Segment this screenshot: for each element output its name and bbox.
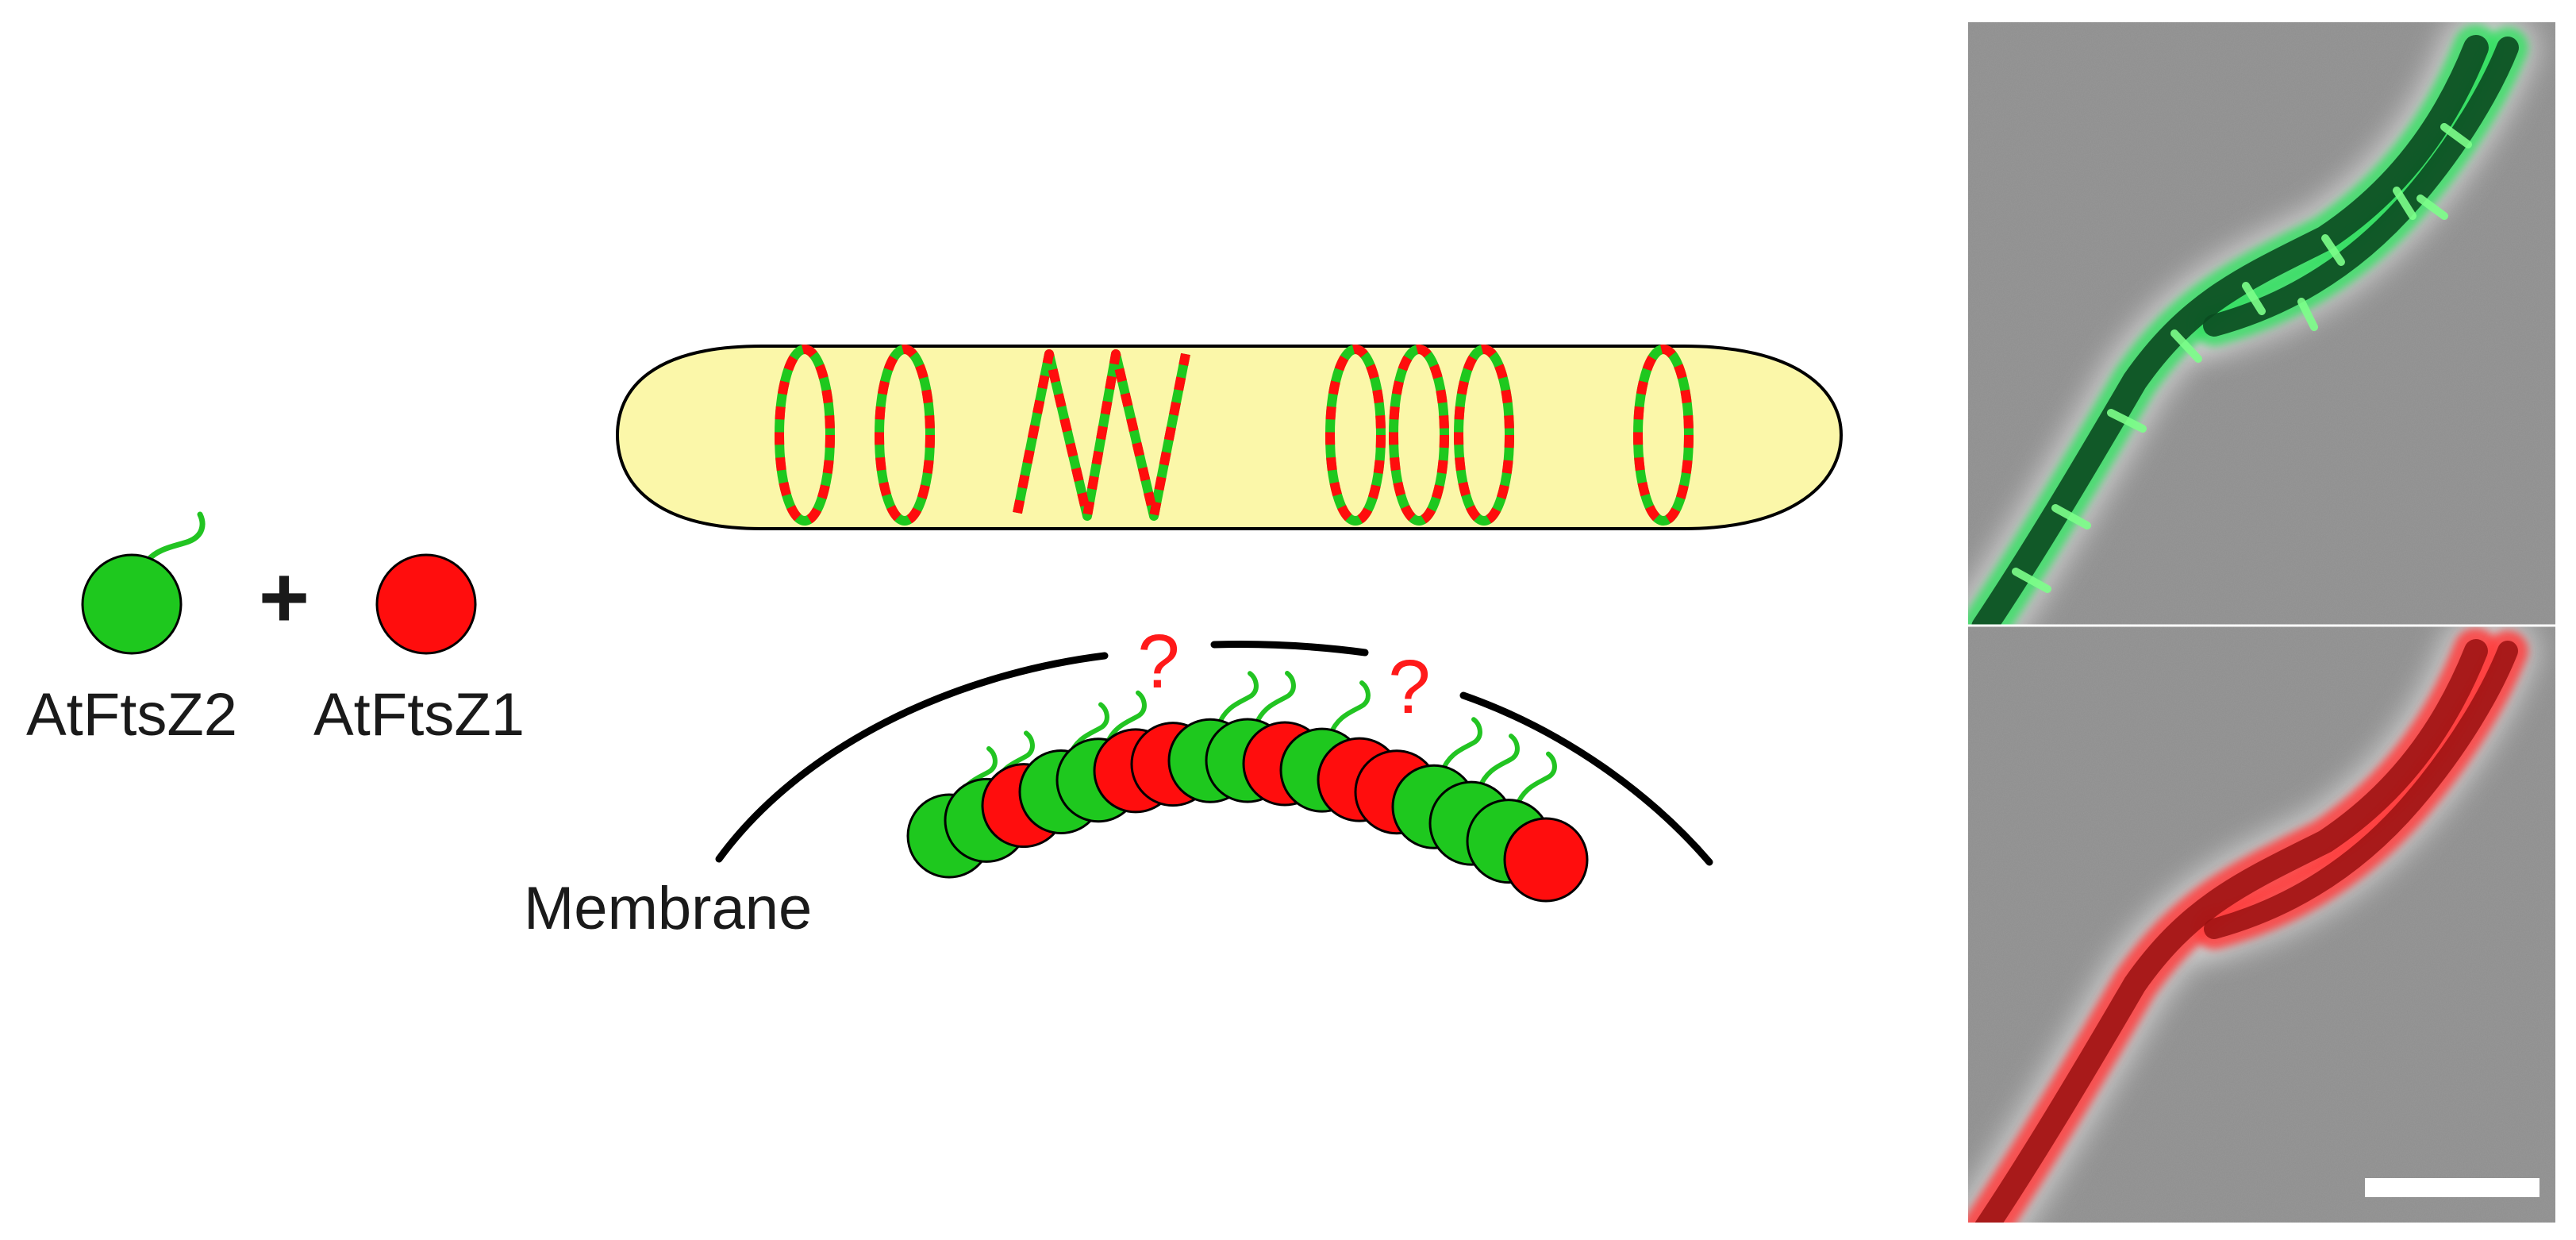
z-rings — [775, 345, 1694, 526]
subunit-tail — [1477, 734, 1520, 791]
z-ring-1-red — [775, 345, 835, 526]
subunit-tail — [1328, 680, 1371, 738]
label-membrane: Membrane — [524, 875, 812, 942]
ftsz2-sphere — [81, 553, 183, 655]
question-mark-left: ? — [1137, 619, 1179, 704]
scale-bar — [2365, 1178, 2539, 1197]
label-atftsz2: AtFtsZ2 — [26, 681, 237, 749]
cell-body — [615, 345, 1844, 530]
subunit-tail — [1440, 717, 1482, 775]
subunit-tail — [1104, 690, 1147, 748]
z-ring-6-red — [1633, 345, 1694, 526]
green-bands — [2012, 123, 2472, 593]
label-atftsz1: AtFtsZ1 — [313, 681, 525, 749]
question-mark-right: ? — [1388, 645, 1430, 730]
ftsz1-sphere — [375, 553, 477, 655]
subunit-tail — [1067, 702, 1109, 760]
legend: + AtFtsZ2 AtFtsZ1 — [26, 511, 525, 749]
z-ring-2-red — [875, 345, 935, 526]
micrograph-top — [1968, 22, 2555, 626]
subunit-tail — [1514, 751, 1557, 809]
membrane-arc-right — [1459, 691, 1713, 866]
subunit-tail — [1216, 671, 1259, 729]
membrane-arc-middle — [1210, 641, 1369, 657]
cell-diagram — [615, 345, 1844, 530]
ftsz1-subunit — [1503, 817, 1589, 903]
subunit-tail — [1253, 671, 1296, 728]
micrograph-bottom — [1968, 626, 2555, 1223]
z-ring-5-red — [1454, 345, 1514, 526]
z-helix-red — [1013, 349, 1190, 521]
z-ring-4-red — [1389, 345, 1449, 526]
membrane-diagram: ? ? Membrane — [524, 619, 1713, 942]
z-ring-3-red — [1325, 345, 1386, 526]
ftsz-copolymer — [906, 671, 1589, 903]
ftsz2-tail — [144, 511, 206, 564]
membrane-arc-left — [715, 652, 1109, 863]
plus-sign: + — [259, 549, 310, 646]
